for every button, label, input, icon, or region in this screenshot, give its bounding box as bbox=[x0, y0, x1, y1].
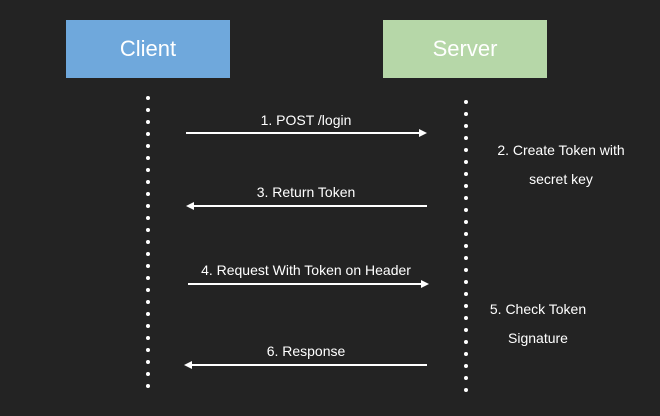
server-actor-label: Server bbox=[432, 36, 498, 61]
client-actor-box: Client bbox=[66, 20, 230, 78]
note-create-token-line2: secret key bbox=[529, 171, 593, 187]
message-label-3: 3. Return Token bbox=[256, 184, 356, 200]
message-label-1: 1. POST /login bbox=[260, 112, 352, 128]
note-check-token-line1: 5. Check Token bbox=[489, 301, 587, 317]
note-create-token: 2. Create Token with secret key bbox=[478, 136, 644, 194]
message-label-6: 6. Response bbox=[266, 343, 346, 359]
server-actor-box: Server bbox=[383, 20, 547, 78]
client-actor-label: Client bbox=[119, 36, 177, 61]
note-create-token-line1: 2. Create Token with bbox=[497, 142, 625, 158]
note-check-token-line2: Signature bbox=[508, 330, 568, 346]
message-label-4: 4. Request With Token on Header bbox=[201, 262, 411, 278]
note-check-token: 5. Check Token Signature bbox=[478, 295, 598, 353]
